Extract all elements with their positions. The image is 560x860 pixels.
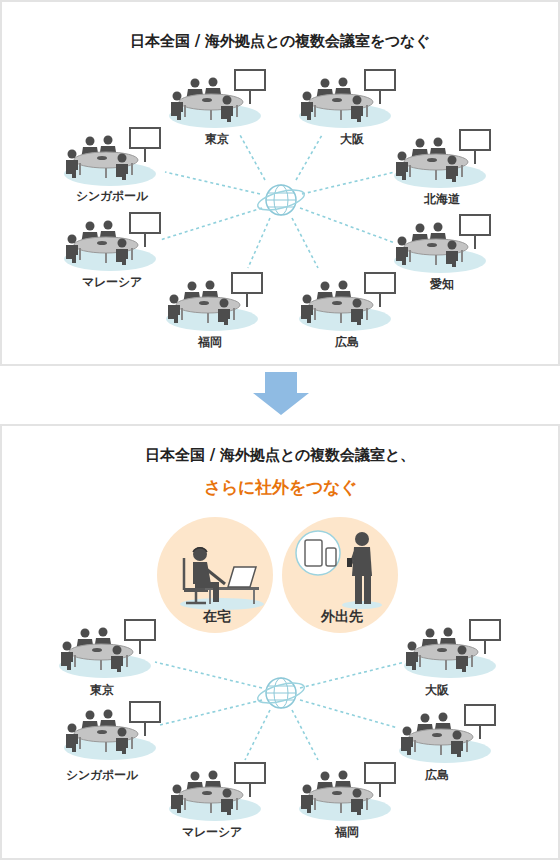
dashed-link [300, 208, 395, 243]
dashed-link [248, 218, 270, 268]
dashed-link [240, 135, 265, 180]
location-label: 外出先 [321, 608, 363, 625]
location-label: 広島 [334, 335, 360, 349]
location-circle: 在宅 [159, 519, 275, 635]
meeting-room [169, 763, 265, 821]
room-label-box: 愛知 [426, 276, 458, 293]
dashed-link [296, 135, 322, 180]
room-label-box: 大阪 [421, 682, 453, 699]
location-label: シンガポール [65, 768, 139, 782]
panel-title: 日本全国 / 海外拠点との複数会議室をつなぐ [2, 32, 558, 52]
dashed-link [160, 700, 262, 725]
outside-circle [282, 517, 398, 633]
dashed-link [245, 710, 270, 760]
location-label: 大阪 [339, 132, 365, 146]
home-circle [157, 517, 273, 633]
dashed-link [160, 135, 395, 268]
home-worker [180, 547, 264, 610]
dashed-link [165, 172, 260, 194]
location-label: マレーシア [181, 825, 243, 839]
location-label: 福岡 [197, 335, 223, 349]
meeting-room [299, 70, 395, 128]
dashed-link [302, 172, 395, 194]
mobile-worker [296, 531, 382, 609]
room-label-box: 広島 [421, 767, 453, 784]
meeting-room [59, 620, 155, 678]
globe-icon [256, 678, 307, 708]
location-label: シンガポール [75, 189, 149, 203]
globe-icon [256, 185, 307, 215]
location-label: 大阪 [424, 683, 450, 697]
location-label: マレーシア [81, 275, 143, 289]
panel-box: 日本全国 / 海外拠点との複数会議室と、さらに社外をつなぐ在宅 外出先東京 大阪シン… [0, 424, 560, 860]
room-label-box: シンガポール [62, 767, 142, 784]
room-label-box: 福岡 [331, 824, 363, 841]
dashed-link [155, 662, 262, 688]
panel-box: 日本全国 / 海外拠点との複数会議室をつなぐ東京 大阪シンガポール 北海道マレーシア… [0, 0, 560, 366]
meeting-room [64, 213, 160, 271]
room-label-box: 東京 [201, 131, 233, 148]
location-label: 愛知 [429, 277, 455, 291]
room-label-box: 東京 [86, 682, 118, 699]
panel-subtitle: さらに社外をつなぐ [2, 476, 558, 498]
room-label-box: マレーシア [78, 274, 146, 291]
meeting-room [299, 763, 395, 821]
room-label-box: 大阪 [336, 131, 368, 148]
meeting-room [399, 705, 495, 763]
dashed-link [292, 710, 318, 760]
location-label: 東京 [204, 132, 230, 146]
room-label-box: 福岡 [194, 334, 226, 351]
room-label-box: 北海道 [420, 191, 464, 208]
down-arrow [253, 372, 309, 415]
meeting-room [404, 620, 500, 678]
room-label-box: シンガポール [72, 188, 152, 205]
dashed-link [160, 208, 262, 240]
room-label-box: 広島 [331, 334, 363, 351]
location-label: 広島 [424, 768, 450, 782]
meeting-room [299, 273, 395, 331]
meeting-room [64, 702, 160, 760]
meeting-room [166, 273, 262, 331]
meeting-room [394, 130, 490, 188]
dashed-link [300, 662, 405, 688]
dashed-link [300, 700, 398, 728]
location-label: 北海道 [423, 192, 461, 206]
location-label: 福岡 [334, 825, 360, 839]
location-label: 東京 [89, 683, 115, 697]
location-label: 在宅 [203, 608, 231, 625]
dashed-link [155, 662, 405, 760]
panel-title: 日本全国 / 海外拠点との複数会議室と、 [2, 446, 558, 466]
meeting-room [169, 70, 265, 128]
location-circle: 外出先 [284, 519, 400, 635]
room-label-box: マレーシア [178, 824, 246, 841]
dashed-link [292, 218, 318, 268]
meeting-room [64, 128, 160, 186]
meeting-room [394, 215, 490, 273]
